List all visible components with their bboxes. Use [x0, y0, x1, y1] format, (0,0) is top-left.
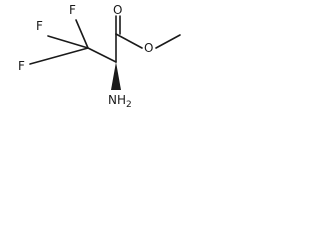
bond-cf3-f-left-upper [47, 35, 89, 49]
wedge-bond-alpha-nh2 [111, 62, 121, 90]
atom-label-f-top: F [69, 3, 76, 17]
atom-label-nh2: NH2 [108, 93, 132, 110]
atom-label-n-amine-sub: 2 [126, 100, 132, 110]
atom-label-o-carbonyl: O [113, 3, 122, 17]
bond-lines [29, 15, 181, 65]
bond-cf3-alpha [87, 47, 117, 63]
bond-cf3-f-top [75, 19, 89, 49]
atom-label-o-ester: O [144, 41, 153, 55]
bond-carbonyl-ester-o [115, 33, 143, 49]
bond-ester-o-methyl [155, 34, 181, 49]
atom-label-n-amine: N [108, 93, 117, 107]
atom-label-f-left-lower: F [18, 59, 25, 73]
atom-label-n-amine-h: H [117, 93, 126, 107]
atom-labels: F F F O O NH2 [18, 3, 153, 110]
chemical-structure-diagram: F F F O O NH2 [18, 3, 181, 110]
atom-label-f-left-upper: F [36, 19, 43, 33]
bond-cf3-f-left-lower [29, 47, 89, 65]
